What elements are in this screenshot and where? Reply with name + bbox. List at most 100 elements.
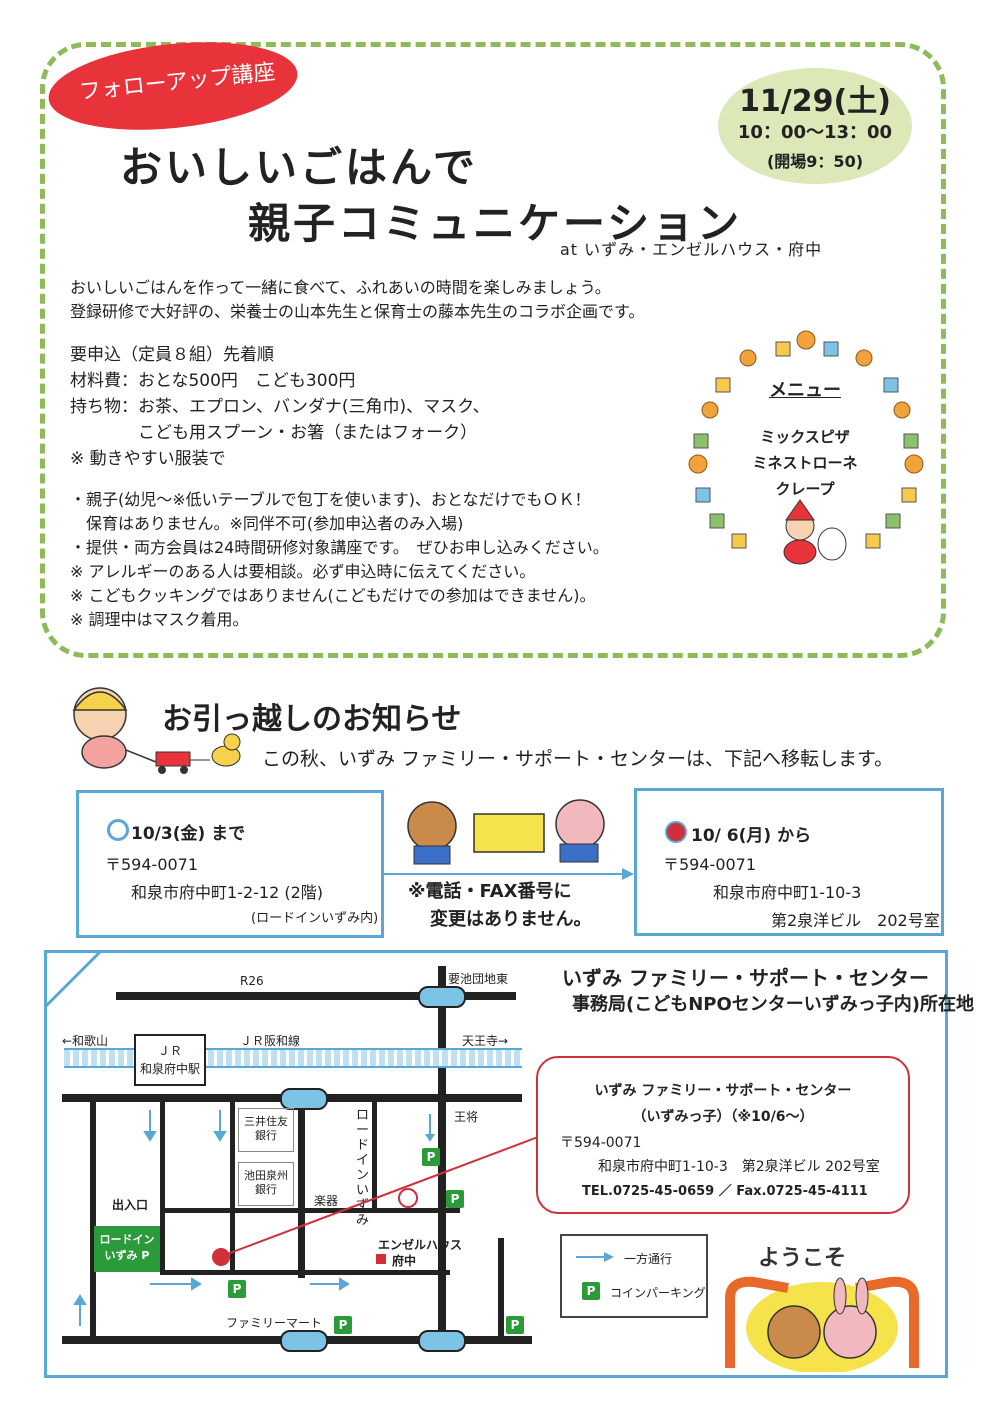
station-label: 和泉府中駅 bbox=[139, 1062, 200, 1076]
road-in-parking: ロードインいずみ P bbox=[94, 1226, 160, 1272]
parking-icon: P bbox=[506, 1316, 524, 1334]
date-blob bbox=[718, 68, 912, 184]
family-mart-label: ファミリーマート bbox=[226, 1316, 323, 1330]
parking-icon: P bbox=[228, 1280, 246, 1298]
detail-line: ※ 動きやすい服装で bbox=[70, 449, 226, 469]
legend-parking-label: コインパーキング bbox=[610, 1286, 706, 1300]
road-road-in bbox=[298, 1102, 305, 1278]
note-line: 保育はありません。※同伴不可(参加申込者のみ入場) bbox=[70, 514, 464, 533]
notice-note: ※電話・FAX番号に 変更はありません。 bbox=[408, 878, 591, 934]
one-way-arrow-icon bbox=[425, 1114, 435, 1142]
road-left bbox=[90, 1102, 96, 1338]
road-mid bbox=[230, 1102, 235, 1272]
road-vertical-main bbox=[438, 966, 446, 1344]
new-date: 10/ 6(月) から bbox=[691, 826, 812, 846]
izumi-fuchu-station: ＪＲ 和泉府中駅 bbox=[134, 1034, 206, 1086]
notice-subtitle: この秋、いずみ ファミリー・サポート・センターは、下記へ移転します。 bbox=[262, 748, 894, 770]
new-building: 第2泉洋ビル 202号室 bbox=[771, 911, 940, 930]
event-frame bbox=[40, 42, 946, 658]
menu-list: ミックスピザ ミネストローネ クレープ bbox=[740, 424, 870, 502]
event-date: 11/29(土) bbox=[739, 84, 891, 119]
destination-circle-icon bbox=[398, 1188, 418, 1208]
new-postal: 〒594-0071 bbox=[663, 855, 757, 874]
moving-animals-icon bbox=[384, 799, 634, 880]
detail-line: こども用スプーン・お箸（またはフォーク） bbox=[70, 423, 478, 443]
old-building: (ロードインいずみ内) bbox=[251, 911, 379, 926]
old-date: 10/3(金) まで bbox=[131, 824, 246, 844]
santa-icon bbox=[783, 499, 847, 565]
to-wakayama-label: ←和歌山 bbox=[62, 1034, 109, 1048]
road-right bbox=[372, 1102, 377, 1208]
parking-icon: P bbox=[334, 1316, 352, 1334]
pointer-line bbox=[221, 1133, 547, 1257]
welcome-bear-rabbit-icon bbox=[725, 1276, 919, 1372]
exit-label: 出入口 bbox=[112, 1198, 149, 1212]
new-address: 和泉市府中町1-10-3 bbox=[713, 883, 862, 902]
detail-line: 材料費：おとな500円 こども300円 bbox=[70, 371, 356, 391]
map-legend: 一方通行 P コインパーキング bbox=[560, 1234, 708, 1318]
youchi-label: 要池団地東 bbox=[448, 972, 509, 986]
office-contact: TEL.0725-45-0659 ／ Fax.0725-45-4111 bbox=[582, 1184, 868, 1199]
road-cross2 bbox=[160, 1270, 450, 1275]
road-cross bbox=[160, 1208, 460, 1213]
oji-label: 王将 bbox=[454, 1110, 479, 1124]
welcome-text: ようこそ bbox=[758, 1246, 847, 1271]
parking-icon: P bbox=[446, 1190, 464, 1208]
note-line: ※ こどもクッキングではありません(こどもだけでの参加はできません)。 bbox=[70, 586, 596, 605]
parking-icon: P bbox=[422, 1148, 440, 1166]
road-r26 bbox=[116, 992, 516, 1000]
wreath-decoration-icon bbox=[688, 330, 924, 565]
event-venue: at いずみ・エンゼルハウス・府中 bbox=[560, 240, 823, 259]
traffic-signal-icon bbox=[418, 1330, 466, 1352]
office-sub: （いずみっ子）（※10/6〜） bbox=[632, 1109, 814, 1125]
menu-item: クレープ bbox=[775, 480, 835, 498]
menu-title: メニュー bbox=[769, 380, 841, 401]
traffic-signal-icon bbox=[280, 1330, 328, 1352]
angel-house-marker-icon bbox=[376, 1254, 386, 1264]
map-header-line1: いずみ ファミリー・サポート・センター bbox=[562, 966, 929, 990]
menu-wreath bbox=[688, 330, 924, 566]
notice-note-line: ※電話・FAX番号に bbox=[408, 881, 572, 902]
menu-item: ミックスピザ bbox=[760, 428, 850, 446]
one-way-arrows-icon bbox=[73, 1110, 350, 1326]
ikeda-bank: 池田泉州銀行 bbox=[238, 1162, 294, 1206]
mitsui-bank: 三井住友銀行 bbox=[238, 1108, 294, 1152]
note-line: ※ 調理中はマスク着用。 bbox=[70, 610, 249, 629]
new-address-box: 10/ 6(月) から 〒594-0071 和泉市府中町1-10-3 第2泉洋ビ… bbox=[634, 788, 944, 936]
old-address-box: 10/3(金) まで 〒594-0071 和泉市府中町1-2-12 (2階) (… bbox=[76, 790, 384, 938]
road-right-edge bbox=[498, 1238, 504, 1338]
jr-hanwa-line bbox=[64, 1048, 522, 1068]
to-tennoji-label: 天王寺→ bbox=[462, 1034, 509, 1048]
child-pulling-cart-icon bbox=[72, 687, 241, 774]
event-title-line1: おいしいごはんで bbox=[120, 143, 478, 192]
event-title-line2: 親子コミュニケーション bbox=[248, 199, 743, 248]
event-time: 10：00〜13：00 bbox=[737, 122, 893, 143]
map-frame bbox=[44, 950, 948, 1378]
menu-item: ミネストローネ bbox=[752, 454, 858, 472]
road-left2 bbox=[160, 1102, 165, 1272]
event-opening: (開場9：50) bbox=[766, 152, 864, 171]
detail-line: 持ち物：お茶、エプロン、バンダナ(三角巾)、マスク、 bbox=[70, 397, 490, 417]
old-address: 和泉市府中町1-2-12 (2階) bbox=[131, 883, 324, 902]
office-location-icon bbox=[212, 1248, 230, 1266]
traffic-signal-icon bbox=[418, 986, 466, 1008]
parking-legend-icon: P bbox=[582, 1282, 600, 1300]
old-postal: 〒594-0071 bbox=[105, 855, 199, 874]
legend-oneway-label: 一方通行 bbox=[624, 1252, 673, 1266]
intro-line: おいしいごはんを作って一緒に食べて、ふれあいの時間を楽しみましょう。 bbox=[70, 278, 611, 297]
angel-house-sub-label: 府中 bbox=[392, 1254, 417, 1268]
station-label: ＪＲ bbox=[157, 1044, 182, 1058]
detail-line: 要申込（定員８組）先着順 bbox=[70, 345, 274, 365]
intro-line: 登録研修で大好評の、栄養士の山本先生と保育士の藤本先生のコラボ企画です。 bbox=[70, 302, 645, 321]
office-address: 和泉市府中町1-10-3 第2泉洋ビル 202号室 bbox=[598, 1159, 880, 1175]
jr-line-label: ＪＲ阪和線 bbox=[240, 1034, 301, 1048]
road-r26-label: R26 bbox=[240, 974, 264, 988]
filled-circle-icon bbox=[665, 821, 687, 843]
road-in-label: ロードインいずみ bbox=[356, 1108, 370, 1228]
note-line: ・提供・両方会員は24時間研修対象講座です。 ぜひお申し込みください。 bbox=[70, 538, 609, 557]
map-header-line2: 事務局(こどもNPOセンターいずみっ子内)所在地 bbox=[572, 994, 975, 1015]
note-line: ※ アレルギーのある人は要相談。必ず申込時に伝えてください。 bbox=[70, 562, 536, 581]
traffic-signal-icon bbox=[280, 1088, 328, 1110]
open-circle-icon bbox=[107, 819, 129, 841]
notice-title: お引っ越しのお知らせ bbox=[162, 702, 462, 737]
